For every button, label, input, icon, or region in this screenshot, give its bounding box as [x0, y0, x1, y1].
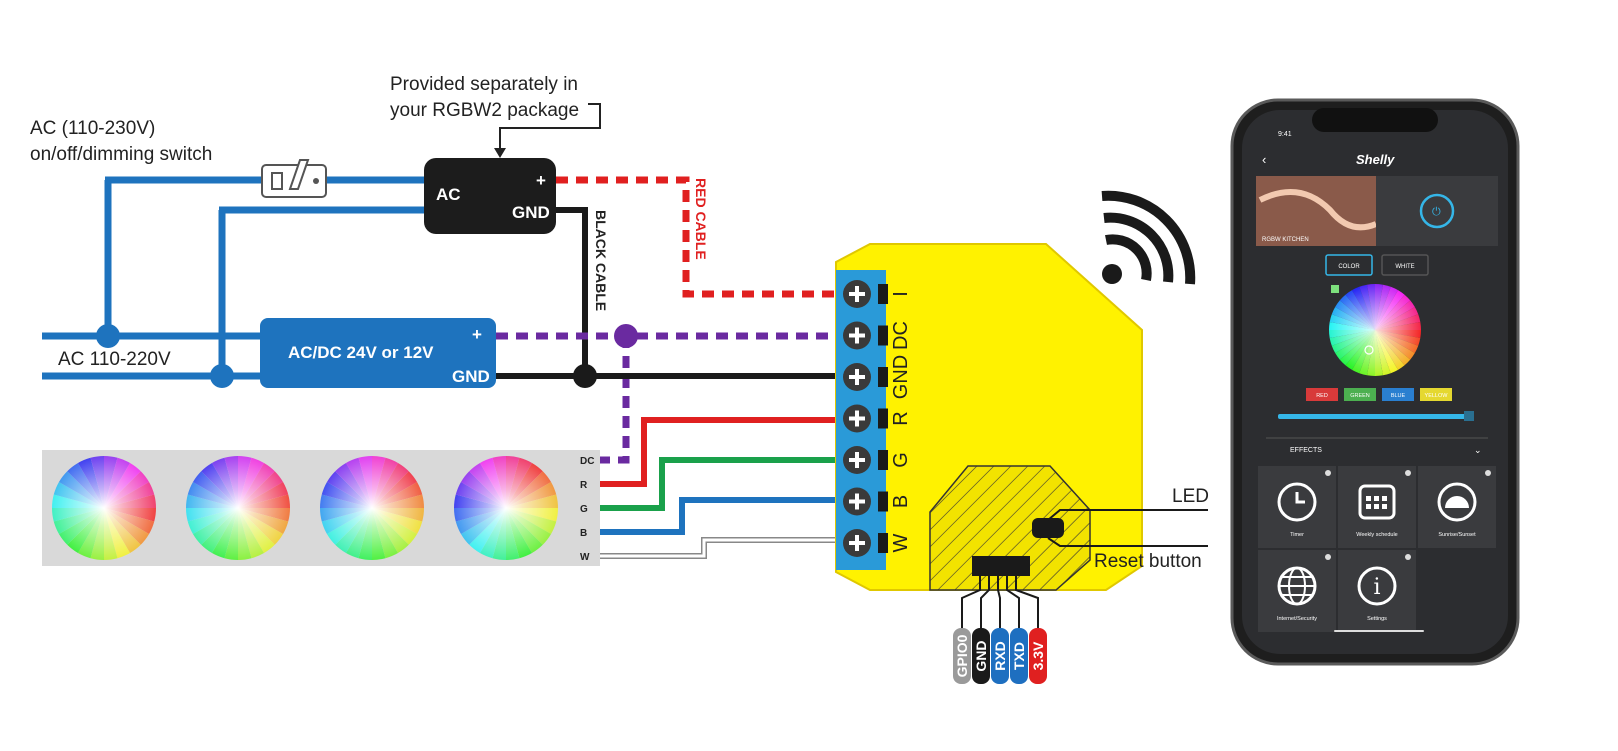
svg-text:YELLOW: YELLOW [1425, 393, 1449, 399]
led-label: LED [1172, 486, 1209, 507]
back-chevron-icon[interactable]: ‹ [1262, 152, 1266, 167]
psu-gnd-label: GND [452, 367, 490, 386]
color-wheel[interactable] [1329, 284, 1421, 376]
adapter-ac-label: AC [436, 185, 461, 204]
terminal-screw [843, 321, 888, 350]
color-chip-green[interactable]: GREEN [1344, 388, 1376, 401]
serial-header [972, 556, 1030, 576]
strip-pin-label: W [580, 552, 590, 563]
color-chip-blue[interactable]: BLUE [1382, 388, 1414, 401]
ac-switch-label-line1: AC (110-230V) [30, 118, 155, 139]
header-pin: 3.3V [1015, 576, 1047, 684]
power-adapter: AC + GND [424, 158, 556, 234]
effects-label: EFFECTS [1290, 447, 1322, 454]
led-light [454, 456, 558, 560]
svg-text:GREEN: GREEN [1350, 393, 1370, 399]
terminal-screw [843, 487, 888, 516]
strip-pin-label: B [580, 528, 587, 539]
psu-label: AC/DC 24V or 12V [288, 343, 434, 362]
strip-pin-label: DC [580, 456, 594, 467]
tile-weekly-schedule[interactable]: Weekly schedule [1338, 466, 1416, 548]
mains-wires [42, 176, 428, 388]
tab-white[interactable]: WHITE [1381, 254, 1429, 276]
psu-plus-label: + [472, 325, 482, 344]
shelly-logo: Shelly [1356, 152, 1395, 167]
adapter-plus-label: + [536, 171, 546, 190]
device-name: RGBW KITCHEN [1262, 237, 1309, 243]
terminal-label: GND [890, 355, 912, 399]
tile-internet-security[interactable]: Internet/Security [1258, 550, 1336, 632]
header-pin-label: TXD [1011, 642, 1027, 670]
phone-time: 9:41 [1278, 131, 1292, 138]
strip-pin-label: R [580, 480, 588, 491]
header-pin-label: RXD [992, 641, 1008, 671]
terminal-screw [843, 404, 888, 433]
led-light [52, 456, 156, 560]
tile-sunrise-sunset[interactable]: Sunrise/Sunset [1418, 466, 1496, 548]
header-pin: TXD [1006, 576, 1028, 684]
header-pin: GPIO0 [953, 576, 981, 684]
terminal-label: B [890, 495, 912, 508]
reset-label: Reset button [1094, 551, 1202, 572]
ac-switch-label-line2: on/off/dimming switch [30, 144, 212, 165]
tile-label: Sunrise/Sunset [1438, 532, 1476, 538]
led-light [186, 456, 290, 560]
terminal-screw [843, 280, 888, 308]
terminal-label: R [890, 411, 912, 425]
terminal-label: I [890, 291, 912, 297]
header-pin-label: GND [973, 640, 989, 671]
header-pin: GND [972, 576, 990, 684]
ac-dc-power-supply: AC/DC 24V or 12V + GND [260, 318, 496, 388]
calendar-icon [1358, 484, 1396, 520]
svg-text:BLUE: BLUE [1391, 393, 1406, 399]
adapter-gnd-label: GND [512, 203, 550, 222]
svg-text:WHITE: WHITE [1395, 264, 1414, 270]
color-chip-red[interactable]: RED [1306, 388, 1338, 401]
header-pin: RXD [991, 576, 1009, 684]
clock-icon [1277, 482, 1317, 522]
black-cable-label: BLACK CABLE [593, 210, 609, 311]
tile-label: Settings [1367, 616, 1387, 622]
provided-label-line1: Provided separately in [390, 74, 578, 95]
led-strip: DC R G B W [42, 450, 600, 566]
chevron-down-icon[interactable]: ⌄ [1474, 445, 1482, 455]
globe-icon [1277, 566, 1317, 606]
device-image [1256, 176, 1376, 246]
wall-switch-icon [261, 159, 327, 198]
sunrise-icon [1437, 482, 1477, 522]
tile-timer[interactable]: Timer [1258, 466, 1336, 548]
rgbw2-module: I DC GND R G B W [835, 243, 1143, 591]
provided-label-line2: your RGBW2 package [390, 100, 579, 121]
terminal-label: G [890, 452, 912, 468]
red-cable-label: RED CABLE [693, 178, 709, 260]
header-pin-label: 3.3V [1030, 641, 1046, 670]
color-chip-yellow[interactable]: YELLOW [1420, 388, 1452, 401]
led-light [320, 456, 424, 560]
tab-color[interactable]: COLOR [1325, 254, 1373, 276]
svg-text:i: i [1373, 575, 1380, 600]
info-icon: i [1357, 566, 1397, 606]
terminal-label: DC [890, 321, 912, 350]
tile-label: Timer [1290, 532, 1304, 538]
power-icon: ⏻ [1432, 206, 1441, 218]
power-button[interactable] [1419, 193, 1455, 229]
reset-button[interactable] [1032, 518, 1064, 538]
brightness-slider[interactable] [1278, 414, 1474, 419]
wifi-icon [1101, 190, 1196, 285]
terminal-screw [843, 446, 888, 474]
header-pin-label: GPIO0 [954, 634, 970, 677]
strip-pin-label: G [580, 504, 588, 515]
tile-label: Weekly schedule [1356, 532, 1397, 538]
terminal-label: W [890, 533, 912, 552]
mains-label: AC 110-220V [58, 349, 171, 370]
terminal-screw [843, 363, 888, 391]
terminal-screw [843, 529, 888, 557]
svg-text:COLOR: COLOR [1338, 264, 1360, 270]
svg-text:RED: RED [1316, 393, 1328, 399]
tile-label: Internet/Security [1277, 616, 1317, 622]
